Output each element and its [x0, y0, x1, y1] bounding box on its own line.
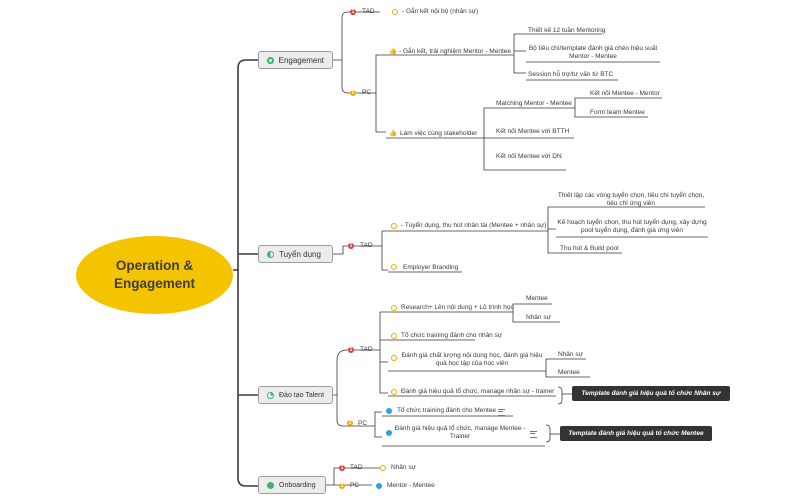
topic-form-team[interactable]: Form team Mentee [590, 109, 645, 116]
branch-label: Đào tạo Talent [279, 391, 325, 399]
central-topic[interactable]: Operation & Engagement [76, 236, 233, 314]
topic-training-nhan-su[interactable]: Tổ chức training đánh cho nhân sự [401, 332, 503, 339]
topic-onboarding-mentor-mentee[interactable]: Mentor - Mentee [387, 482, 435, 489]
pc-label: PC [358, 420, 368, 427]
topic-line: Đánh giá chất lượng nội dung học, đánh g… [401, 352, 543, 359]
topic-thiet-lap-vong[interactable]: Thiết lập các vòng tuyển chọn, tiêu chí … [556, 192, 706, 208]
topic-bo-tieu-chi[interactable]: Bộ tiêu chí/template đánh giá chéo hiệu … [526, 45, 660, 61]
topic-eval-mentee[interactable]: Mentee [558, 369, 580, 376]
topic-matching[interactable]: Matching Mentor - Mentee [496, 100, 572, 107]
topic-ket-noi-btth[interactable]: Kết nối Mentee với BTTH [496, 128, 570, 135]
progress-half-icon [267, 250, 274, 258]
priority-1-icon: 1 [348, 347, 354, 353]
topic-ket-noi-dn[interactable]: Kết nối Mentee với DN [496, 153, 562, 160]
progress-empty-icon [267, 56, 274, 64]
task-half-icon [391, 389, 397, 395]
task-start-icon [386, 408, 392, 414]
priority-1-icon: 1 [350, 9, 356, 15]
topic-danh-gia-chat-luong[interactable]: Đánh giá chất lượng nội dung học, đánh g… [399, 352, 545, 368]
central-topic-line1: Operation & [115, 258, 194, 273]
topic-onboarding-nhan-su[interactable]: Nhân sự [391, 464, 416, 471]
tad-label: TAD [362, 8, 375, 15]
tad-label: TAD [360, 242, 373, 249]
topic-line: Trainer [449, 433, 471, 440]
topic-line: Kế hoạch tuyển chọn, thu hút tuyển dụng,… [557, 219, 707, 226]
topic-research-nhan-su[interactable]: Nhân sự [526, 314, 551, 321]
task-half-icon [380, 465, 386, 471]
topic-danh-gia-mentee-trainer[interactable]: Đánh giá hiệu quả tổ chức, manage Mentee… [393, 425, 527, 441]
task-half-icon [391, 305, 397, 311]
task-half-icon [391, 223, 397, 229]
note-icon [530, 431, 537, 438]
priority-1-icon: 1 [339, 465, 345, 471]
pc-label: PC [350, 482, 360, 489]
task-start-icon [386, 430, 392, 436]
topic-gan-ket-noi-bo[interactable]: - Gắn kết nội bộ (nhân sự) [402, 8, 479, 15]
topic-line: Mentor - Mentee [569, 53, 617, 60]
topic-eval-nhan-su[interactable]: Nhân sự [558, 351, 583, 358]
topic-line: Đánh giá hiệu quả tổ chức, manage Mentee… [394, 425, 526, 432]
topic-thiet-ke-12-tuan[interactable]: Thiết kế 12 tuần Mentoring [528, 27, 606, 34]
topic-line: quả học tập của học viên [435, 360, 509, 367]
topic-trai-nghiem[interactable]: - Gắn kết, trải nghiệm Mentor - Mentee [399, 48, 511, 55]
topic-research[interactable]: Research+ Lên nội dung + Lộ trình học [401, 304, 514, 311]
tad-label: TAD [360, 346, 373, 353]
template-nhan-su-callout[interactable]: Template đánh giá hiệu quả tổ chức Nhân … [572, 386, 730, 401]
branch-dao-tao-talent[interactable]: Đào tạo Talent [258, 386, 333, 404]
topic-line: pool tuyển dụng, đánh giá ứng viên [581, 227, 683, 234]
progress-done-icon [267, 481, 274, 489]
priority-2-icon: 2 [350, 90, 356, 96]
note-icon [498, 409, 505, 416]
topic-line: Thiết lập các vòng tuyển chọn, tiêu chí … [557, 192, 705, 199]
topic-session-ho-tro[interactable]: Session hỗ trợ/tư vấn từ BTC [528, 71, 614, 78]
template-mentee-callout[interactable]: Template đánh giá hiệu quả tổ chức Mente… [560, 426, 712, 441]
topic-danh-gia-nhan-su-trainer[interactable]: Đánh giá hiệu quả tổ chức, manage nhân s… [401, 388, 555, 395]
topic-thu-hut-nhan-tai[interactable]: - Tuyển dụng, thu hút nhân tài (Mentee +… [401, 222, 547, 229]
task-start-icon [376, 483, 382, 489]
priority-1-icon: 1 [348, 243, 354, 249]
thumbs-up-icon: 👍 [389, 48, 398, 55]
thumbs-up-icon: 👍 [389, 130, 398, 137]
branch-label: Tuyển dụng [279, 249, 321, 259]
task-half-icon [391, 264, 397, 270]
central-topic-line2: Engagement [113, 276, 195, 291]
pc-label: PC [362, 89, 372, 96]
topic-line: Bộ tiêu chí/template đánh giá chéo hiệu … [528, 45, 658, 52]
tad-label: TAD [350, 464, 363, 471]
topic-ket-noi-mentor[interactable]: Kết nối Mentee - Mentor [590, 90, 660, 97]
task-half-icon [391, 355, 397, 361]
topic-research-mentee[interactable]: Mentee [526, 295, 548, 302]
topic-ke-hoach-tuyen-chon[interactable]: Kế hoạch tuyển chọn, thu hút tuyển dụng,… [556, 219, 708, 235]
progress-quarter-icon [267, 391, 274, 399]
priority-2-icon: 2 [347, 420, 353, 426]
branch-engagement[interactable]: Engagement [258, 51, 333, 69]
topic-thu-hut-build-pool[interactable]: Thu hút & Build pool [560, 245, 619, 252]
task-half-icon [391, 333, 397, 339]
topic-stakeholder[interactable]: Làm việc cùng stakeholder [400, 130, 478, 137]
task-half-icon [392, 9, 398, 15]
topic-employer-branding[interactable]: Employer Branding [403, 264, 459, 271]
priority-2-icon: 2 [339, 483, 345, 489]
topic-training-mentee[interactable]: Tổ chức training đánh cho Mentee [397, 407, 497, 414]
branch-tuyen-dung[interactable]: Tuyển dụng [258, 245, 333, 263]
branch-label: Engagement [278, 55, 324, 65]
branch-label: Onboarding [279, 481, 316, 489]
topic-line: tiêu chí ứng viên [606, 200, 656, 207]
branch-onboarding[interactable]: Onboarding [258, 476, 326, 494]
